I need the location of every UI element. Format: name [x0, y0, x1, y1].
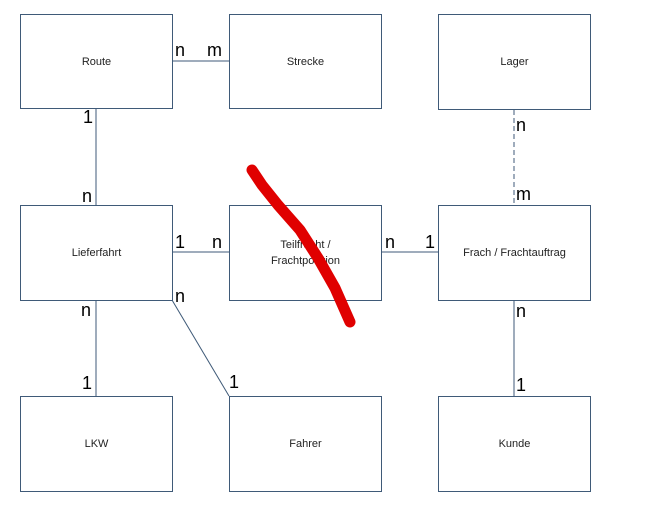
entity-lager: Lager — [438, 14, 591, 110]
entity-lkw: LKW — [20, 396, 173, 492]
card-route-strecke-route: n — [175, 40, 186, 60]
entity-fahrer: Fahrer — [229, 396, 382, 492]
card-lieferfahrt-fahrer-lieferfahrt: n — [175, 286, 186, 306]
strike-mark-stroke — [246, 164, 356, 328]
card-frachtauftrag-kunde-kunde: 1 — [516, 375, 527, 395]
card-teilfracht-frachtauftrag-teilfracht: n — [385, 232, 396, 252]
entity-frachtauftrag-label: Frach / Frachtauftrag — [463, 247, 566, 259]
entity-fahrer-label: Fahrer — [289, 438, 322, 450]
entity-strecke-label: Strecke — [286, 55, 325, 68]
line-lieferfahrt-fahrer — [171, 299, 230, 397]
card-route-lieferfahrt-route: 1 — [83, 107, 94, 127]
entity-lieferfahrt: Lieferfahrt — [20, 205, 173, 301]
card-lieferfahrt-lkw-lieferfahrt: n — [81, 300, 92, 320]
card-lieferfahrt-lkw-lkw: 1 — [82, 373, 93, 393]
entity-lager-label: Lager — [500, 56, 529, 68]
entity-route: Route — [20, 14, 173, 109]
card-route-lieferfahrt-lieferfahrt: n — [82, 186, 93, 206]
card-lieferfahrt-teilfracht-lieferfahrt: 1 — [175, 232, 186, 252]
entity-lkw-label: LKW — [84, 438, 109, 450]
entity-kunde: Kunde — [438, 396, 591, 492]
entity-frachtauftrag: Frach / Frachtauftrag — [438, 205, 591, 301]
entity-lieferfahrt-label: Lieferfahrt — [71, 247, 122, 259]
card-lieferfahrt-fahrer-fahrer: 1 — [229, 372, 240, 392]
entity-kunde-label: Kunde — [498, 438, 531, 450]
entity-strecke: Strecke — [229, 14, 382, 109]
card-route-strecke-strecke: m — [207, 40, 222, 60]
card-lager-frachtauftrag-lager: n — [516, 115, 527, 135]
card-lager-frachtauftrag-frachtauftrag: m — [516, 184, 531, 204]
card-frachtauftrag-kunde-frachtauftrag: n — [516, 301, 527, 321]
card-lieferfahrt-teilfracht-teilfracht: n — [212, 232, 223, 252]
card-teilfracht-frachtauftrag-frachtauftrag: 1 — [425, 232, 436, 252]
entity-route-label: Route — [81, 55, 112, 68]
